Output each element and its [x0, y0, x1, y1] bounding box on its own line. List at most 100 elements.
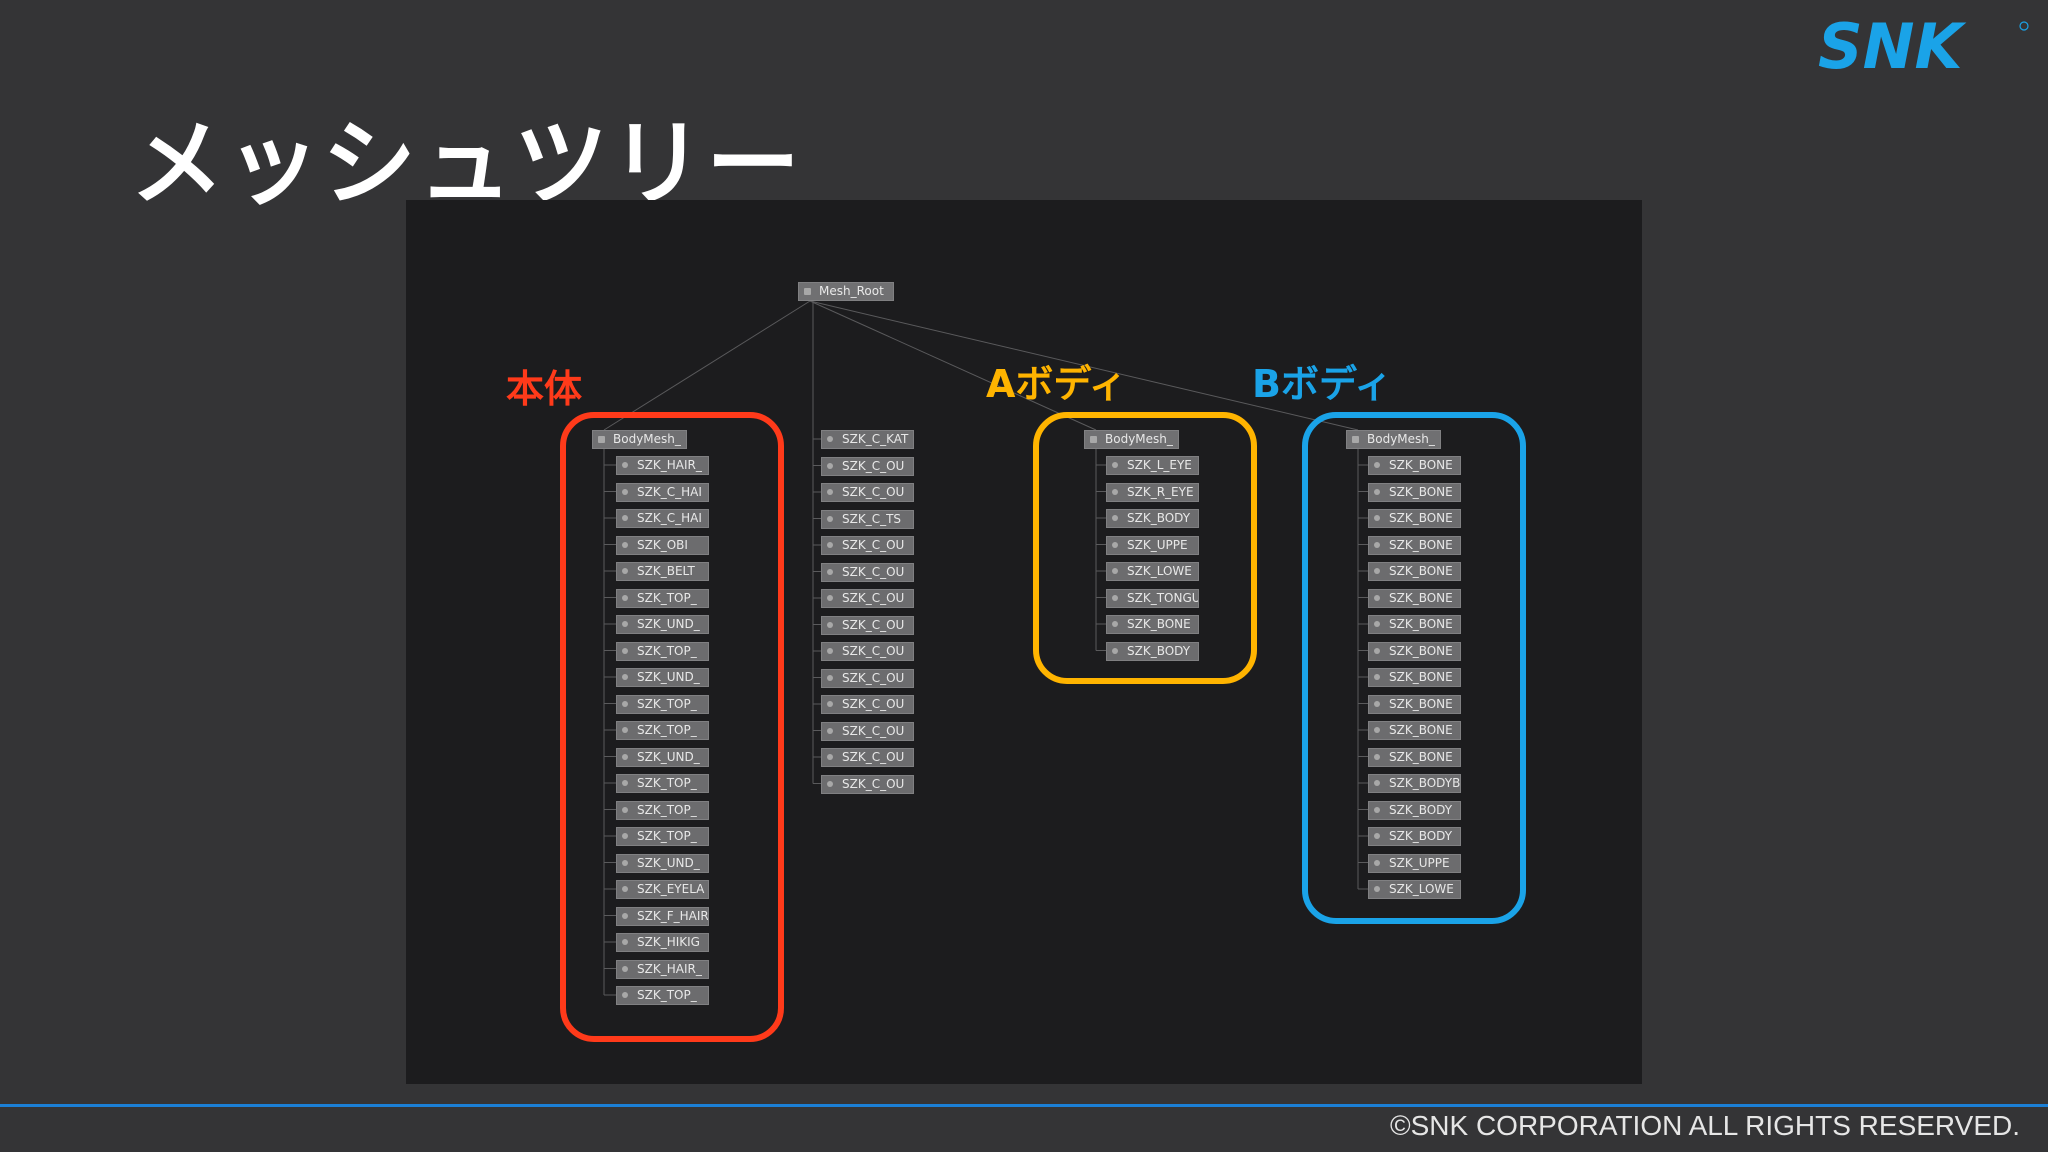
tree-node-child[interactable]: SZK_UND_ — [616, 853, 709, 873]
tree-node-mesh-root[interactable]: Mesh_Root — [798, 282, 894, 301]
tree-node-child[interactable]: SZK_TOP_ — [616, 986, 709, 1005]
tree-node-child[interactable]: SZK_TOP_ — [616, 774, 709, 793]
tree-node-child[interactable]: SZK_HIKIG — [616, 933, 709, 952]
tree-node-child[interactable]: SZK_UND_ — [616, 615, 709, 634]
mesh-node-icon — [1374, 462, 1380, 468]
tree-node-child[interactable]: SZK_C_HAI — [616, 482, 709, 502]
tree-node-child[interactable]: SZK_BODY — [1368, 827, 1461, 846]
tree-node-child[interactable]: SZK_BONE — [1368, 588, 1461, 608]
mesh-node-icon — [1374, 806, 1380, 813]
tree-node-child[interactable]: SZK_BELT — [616, 562, 709, 581]
tree-node-child[interactable]: SZK_C_OU — [821, 456, 914, 476]
node-label: SZK_C_OU — [842, 485, 905, 499]
tree-node-child[interactable]: SZK_C_KAT — [821, 430, 914, 449]
node-label: SZK_BONE — [1389, 696, 1453, 711]
tree-node-child[interactable]: SZK_TOP_ — [616, 800, 709, 820]
tree-node-child[interactable]: SZK_BONE — [1368, 615, 1461, 634]
tree-node-child[interactable]: SZK_UND_ — [616, 668, 709, 687]
tree-node-child[interactable]: SZK_HAIR_ — [616, 959, 709, 979]
mesh-node-icon — [1374, 753, 1380, 760]
tree-node-child[interactable]: SZK_F_HAIR — [616, 906, 709, 926]
node-label: SZK_BONE — [1389, 484, 1453, 499]
tree-node-child[interactable]: SZK_C_OU — [821, 483, 914, 502]
tree-node-child[interactable]: SZK_C_OU — [821, 668, 914, 688]
tree-node-child[interactable]: SZK_LOWE — [1106, 562, 1199, 581]
mesh-node-icon — [622, 886, 628, 892]
tree-node-child[interactable]: SZK_UPPE — [1106, 535, 1199, 555]
mesh-node-icon — [1112, 647, 1118, 654]
mesh-node-icon — [827, 436, 833, 442]
tree-node-child[interactable]: SZK_TOP_ — [616, 827, 709, 846]
tree-node-child[interactable]: SZK_C_HAI — [616, 509, 709, 528]
tree-node-bodymesh[interactable]: BodyMesh_ — [1084, 430, 1179, 449]
mesh-node-icon — [827, 489, 833, 495]
mesh-node-icon — [622, 462, 628, 468]
mesh-node-icon — [1112, 488, 1118, 495]
mesh-node-icon — [1112, 515, 1118, 521]
group-frame-b-body — [1302, 412, 1526, 924]
tree-node-child[interactable]: SZK_BONE — [1368, 641, 1461, 661]
tree-node-child[interactable]: SZK_C_OU — [821, 748, 914, 767]
tree-node-child[interactable]: SZK_BONE — [1368, 694, 1461, 714]
tree-node-child[interactable]: SZK_C_TS — [821, 509, 914, 529]
snk-logo-text: SNK — [1818, 18, 1967, 72]
tree-connector-lines — [603, 300, 1368, 996]
tree-node-child[interactable]: SZK_BODYB — [1368, 774, 1461, 793]
tree-node-child[interactable]: SZK_R_EYE — [1106, 482, 1199, 502]
tree-node-child[interactable]: SZK_BONE — [1106, 615, 1199, 634]
mesh-node-icon — [1112, 541, 1118, 548]
node-label: SZK_TOP_ — [637, 988, 697, 1002]
tree-node-child[interactable]: SZK_TOP_ — [616, 721, 709, 740]
node-label: SZK_OBI — [637, 537, 688, 552]
mesh-node-icon — [622, 806, 628, 813]
node-label: SZK_C_OU — [842, 458, 905, 473]
tree-node-child[interactable]: SZK_UND_ — [616, 747, 709, 767]
mesh-node-icon — [622, 965, 628, 972]
tree-node-bodymesh[interactable]: BodyMesh_ — [1346, 430, 1441, 449]
group-frame-honntai — [560, 412, 784, 1042]
tree-node-child[interactable]: SZK_BONE — [1368, 482, 1461, 502]
tree-node-child[interactable]: SZK_BONE — [1368, 562, 1461, 581]
mesh-node-icon — [827, 595, 833, 601]
tree-node-child[interactable]: SZK_TOP_ — [616, 641, 709, 661]
mesh-node-icon — [827, 568, 833, 575]
tree-node-child[interactable]: SZK_C_OU — [821, 721, 914, 741]
mesh-node-icon — [1374, 674, 1380, 680]
tree-node-child[interactable]: SZK_C_OU — [821, 562, 914, 582]
tree-node-child[interactable]: SZK_EYELA — [616, 880, 709, 899]
tree-node-child[interactable]: SZK_C_OU — [821, 774, 914, 794]
tree-node-child[interactable]: SZK_BONE — [1368, 747, 1461, 767]
tree-node-child[interactable]: SZK_BONE — [1368, 535, 1461, 555]
node-label: SZK_UND_ — [637, 855, 700, 870]
tree-node-child[interactable]: SZK_TOP_ — [616, 694, 709, 714]
node-label: SZK_C_OU — [842, 723, 905, 738]
mesh-node-icon — [1374, 621, 1380, 627]
tree-node-child[interactable]: SZK_L_EYE — [1106, 456, 1199, 475]
mesh-node-icon — [622, 515, 628, 521]
tree-node-child[interactable]: SZK_BONE — [1368, 456, 1461, 475]
mesh-node-icon — [827, 515, 833, 522]
tree-node-child[interactable]: SZK_BODY — [1368, 800, 1461, 820]
tree-node-child[interactable]: SZK_OBI — [616, 535, 709, 555]
tree-node-child[interactable]: SZK_BONE — [1368, 509, 1461, 528]
node-label: SZK_BONE — [1389, 511, 1453, 525]
tree-node-child[interactable]: SZK_LOWE — [1368, 880, 1461, 899]
node-label: SZK_UND_ — [637, 749, 700, 764]
tree-node-child[interactable]: SZK_TONGU — [1106, 588, 1199, 608]
tree-node-child[interactable]: SZK_C_OU — [821, 642, 914, 661]
tree-node-child[interactable]: SZK_BONE — [1368, 721, 1461, 740]
mesh-node-icon — [827, 754, 833, 760]
tree-node-child[interactable]: SZK_BODY — [1106, 509, 1199, 528]
tree-node-child[interactable]: SZK_BONE — [1368, 668, 1461, 687]
node-label: SZK_TONGU — [1127, 590, 1199, 605]
tree-node-child[interactable]: SZK_C_OU — [821, 536, 914, 555]
tree-node-child[interactable]: SZK_UPPE — [1368, 853, 1461, 873]
tree-node-child[interactable]: SZK_TOP_ — [616, 588, 709, 608]
tree-node-child[interactable]: SZK_C_OU — [821, 615, 914, 635]
tree-node-child[interactable]: SZK_C_OU — [821, 589, 914, 608]
tree-node-bodymesh[interactable]: BodyMesh_ — [592, 430, 687, 449]
tree-node-child[interactable]: SZK_C_OU — [821, 695, 914, 714]
mesh-node-icon — [622, 753, 628, 760]
tree-node-child[interactable]: SZK_BODY — [1106, 641, 1199, 661]
tree-node-child[interactable]: SZK_HAIR_ — [616, 456, 709, 475]
